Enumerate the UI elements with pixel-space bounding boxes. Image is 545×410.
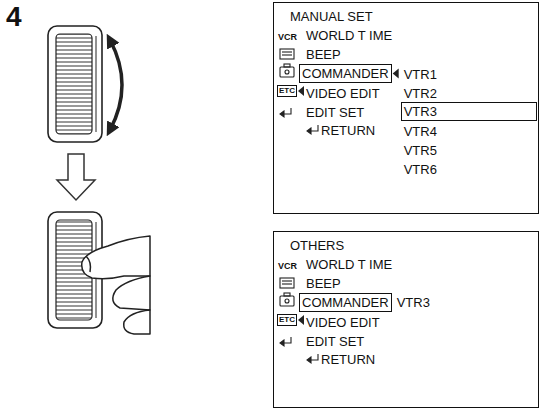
jog-dial [48, 26, 102, 142]
menu-screen: MANUAL SET VCR WORLD T IME BEEP VIDEO EDIT ED… [273, 2, 539, 214]
pointer-triangle [298, 315, 304, 325]
icon-label: ETC [279, 315, 295, 325]
menu-text: COMMANDER [302, 295, 389, 310]
menu-text: VTR3 [397, 295, 430, 310]
selected-option-box: VTR3 [401, 102, 537, 121]
menu-text: WORLD T IME [306, 28, 392, 43]
step-arrow [57, 154, 95, 200]
menu-text: RETURN [321, 123, 375, 138]
pointer-triangle [298, 86, 304, 96]
pointer-triangle [393, 69, 399, 79]
menu-text: MANUAL SET [290, 9, 373, 24]
menu-text: EDIT SET [306, 105, 364, 120]
menu-text: EDIT SET [306, 334, 364, 349]
menu-text: VIDEO EDIT [306, 86, 380, 101]
menu-text: VCR [278, 259, 297, 274]
menu-text: VTR6 [404, 162, 437, 177]
selected-item-box: COMMANDER [299, 64, 392, 83]
menu-text: VCR [278, 30, 297, 45]
menu-text: BEEP [306, 47, 341, 62]
menu-screen: OTHERS VCR WORLD T IME BEEP VIDEO EDIT EDIT S… [273, 231, 539, 408]
menu-text: BEEP [306, 276, 341, 291]
menu-text: VIDEO EDIT [306, 315, 380, 330]
menu-text: VTR3 [404, 104, 534, 119]
selected-item-box: COMMANDER [299, 293, 392, 312]
menu-text: VTR1 [404, 67, 437, 82]
menu-text: OTHERS [290, 238, 344, 253]
menu-text: VTR4 [404, 124, 437, 139]
icon-label: ETC [279, 86, 295, 96]
menu-text: VTR5 [404, 143, 437, 158]
step-number: 4 [6, 2, 22, 32]
menu-text: WORLD T IME [306, 257, 392, 272]
pressing-hand [82, 236, 150, 334]
menu-text: RETURN [321, 352, 375, 367]
menu-text: VTR2 [404, 86, 437, 101]
menu-text: COMMANDER [302, 66, 389, 81]
menu-icon-box: ETC [277, 314, 297, 326]
turn-arrow [110, 40, 122, 130]
menu-icon-box: ETC [277, 85, 297, 97]
